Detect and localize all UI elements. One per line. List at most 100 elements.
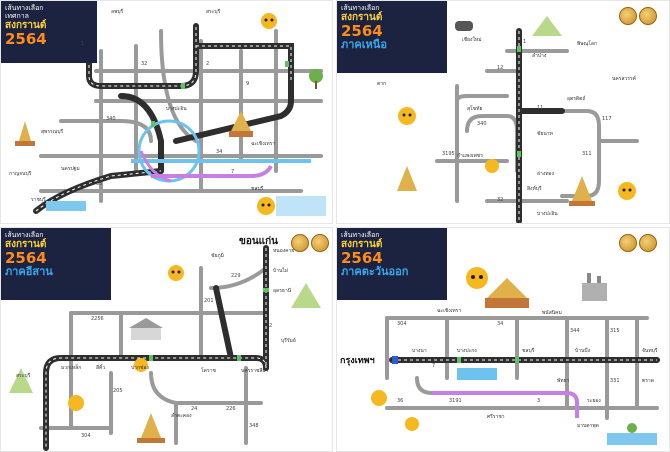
road-number: 3195 bbox=[442, 151, 455, 157]
road-number: 201 bbox=[204, 298, 214, 304]
coin-illustration bbox=[311, 234, 329, 252]
songkran-mascot-illustration bbox=[68, 395, 84, 411]
road-number: 340 bbox=[106, 116, 116, 122]
northeast-road-map[interactable] bbox=[1, 228, 333, 452]
songkran-mascot-illustration bbox=[618, 182, 636, 200]
region-title: ภาคตะวันออก bbox=[341, 265, 409, 278]
title-line3: สงกรานต์ bbox=[341, 239, 383, 250]
map-panel-central[interactable]: เส้นทางเลือก เทศกาล สงกรานต์ 2564 ลพบุรี… bbox=[0, 0, 333, 224]
road-number: 3191 bbox=[449, 398, 462, 404]
place-label: กาญจนบุรี bbox=[9, 171, 32, 177]
route-marker bbox=[237, 355, 241, 361]
title-year: 2564 bbox=[341, 22, 383, 40]
coin-illustration bbox=[639, 7, 657, 25]
title-line3: สงกรานต์ bbox=[341, 12, 383, 23]
title-year: 2564 bbox=[5, 249, 47, 267]
place-label: นครปฐม bbox=[61, 166, 80, 172]
road bbox=[560, 109, 601, 198]
place-label: กำแพงเพชร bbox=[457, 153, 483, 159]
title-line1: เส้นทางเลือก bbox=[341, 231, 380, 239]
road-number: 34 bbox=[216, 149, 223, 155]
songkran-mascot-illustration bbox=[371, 390, 387, 406]
island-illustration bbox=[607, 423, 657, 445]
region-title: ภาคเหนือ bbox=[341, 38, 387, 51]
road-number: 344 bbox=[570, 328, 580, 334]
road-number: 311 bbox=[582, 151, 592, 157]
place-label: สระบุรี bbox=[16, 373, 31, 379]
place-label: สุพรรณบุรี bbox=[41, 129, 64, 135]
songkran-mascot-illustration bbox=[398, 107, 416, 125]
place-label: ชัยภูมิ bbox=[211, 253, 224, 259]
title-line3: สงกรานต์ bbox=[5, 239, 47, 250]
route-purple-2 bbox=[139, 150, 172, 183]
map-title-block: เส้นทางเลือก สงกรานต์ 2564 ภาคเหนือ bbox=[337, 1, 447, 63]
road-number: 7 bbox=[231, 169, 235, 175]
road-number: 24 bbox=[191, 406, 198, 412]
coin-illustration bbox=[639, 234, 657, 252]
highway bbox=[118, 93, 164, 174]
place-label: พิษณุโลก bbox=[577, 41, 598, 47]
temple-illustration bbox=[485, 278, 529, 308]
map-title-block: เส้นทางเลือก สงกรานต์ 2564 ภาคอีสาน bbox=[1, 228, 111, 290]
map-title-block: เส้นทางเลือก เทศกาล สงกรานต์ 2564 bbox=[1, 1, 97, 63]
road-number: 117 bbox=[602, 116, 612, 122]
bangkok-marker bbox=[392, 356, 398, 364]
highway bbox=[86, 23, 199, 89]
title-line2: เทศกาล bbox=[5, 12, 29, 20]
place-label: นครสวรรค์ bbox=[612, 76, 637, 82]
road bbox=[415, 376, 569, 395]
place-label: บางปะอิน bbox=[166, 106, 187, 112]
coin-illustration bbox=[619, 7, 637, 25]
place-label: ตาก bbox=[377, 81, 387, 87]
place-label: บุรีรัมย์ bbox=[281, 338, 296, 344]
map-panel-north[interactable]: เส้นทางเลือก สงกรานต์ 2564 ภาคเหนือ เชีย… bbox=[336, 0, 670, 224]
place-label: ชลบุรี bbox=[522, 348, 535, 354]
destination-city-label: ขอนแก่น bbox=[239, 236, 279, 247]
route-marker bbox=[517, 46, 521, 52]
road-number: 304 bbox=[81, 433, 91, 439]
place-label: นครราชสีมา bbox=[241, 368, 269, 374]
road bbox=[59, 119, 153, 143]
place-label: อุดรธานี bbox=[273, 288, 292, 294]
place-label: สระบุรี bbox=[206, 9, 221, 15]
road-number: 36 bbox=[397, 398, 404, 404]
north-road-map[interactable] bbox=[337, 1, 670, 224]
map-panel-east[interactable]: เส้นทางเลือก สงกรานต์ 2564 ภาคตะวันออก ก… bbox=[336, 227, 670, 452]
place-label: บางนา bbox=[412, 348, 427, 354]
place-label: พัทยา bbox=[557, 378, 570, 384]
mountain-illustration bbox=[9, 368, 33, 393]
place-label: ราชบุรี bbox=[31, 197, 46, 203]
place-label: มาบตาพุด bbox=[577, 423, 599, 429]
road-number: 315 bbox=[610, 328, 620, 334]
place-label: สิงห์บุรี bbox=[527, 186, 542, 192]
origin-city-label: กรุงเทพฯ bbox=[340, 356, 375, 366]
songkran-mascot-illustration bbox=[485, 159, 499, 173]
road-number: 205 bbox=[113, 388, 123, 394]
sea-illustration bbox=[276, 196, 326, 216]
route-marker bbox=[149, 355, 153, 361]
title-year: 2564 bbox=[5, 30, 47, 48]
road-number: 340 bbox=[477, 121, 487, 127]
place-label: จันทบุรี bbox=[642, 348, 658, 354]
road-number: 7 bbox=[432, 363, 436, 369]
place-label: เชียงใหม่ bbox=[462, 37, 482, 43]
route-marker bbox=[263, 288, 269, 292]
place-label: ชลบุรี bbox=[251, 186, 264, 192]
songkran-mascot-illustration bbox=[134, 358, 148, 372]
east-road-map[interactable] bbox=[337, 228, 670, 452]
songkran-mascot-illustration bbox=[405, 417, 419, 431]
coin-illustration bbox=[291, 234, 309, 252]
temple-illustration bbox=[397, 166, 417, 191]
route-marker bbox=[151, 121, 155, 127]
road-number: 2 bbox=[206, 61, 210, 67]
map-panel-northeast[interactable]: เส้นทางเลือก สงกรานต์ 2564 ภาคอีสาน ขอนแ… bbox=[0, 227, 333, 452]
title-line1: เส้นทางเลือก bbox=[5, 4, 44, 12]
title-line3: สงกรานต์ bbox=[5, 20, 47, 31]
road-number: 34 bbox=[497, 321, 504, 327]
road-number: 32 bbox=[497, 197, 504, 203]
road-number: 229 bbox=[231, 273, 241, 279]
central-road-map[interactable] bbox=[1, 1, 333, 224]
temple-illustration bbox=[569, 176, 595, 206]
elephant-illustration bbox=[455, 21, 473, 31]
place-label: ลำตะคอง bbox=[171, 413, 192, 419]
